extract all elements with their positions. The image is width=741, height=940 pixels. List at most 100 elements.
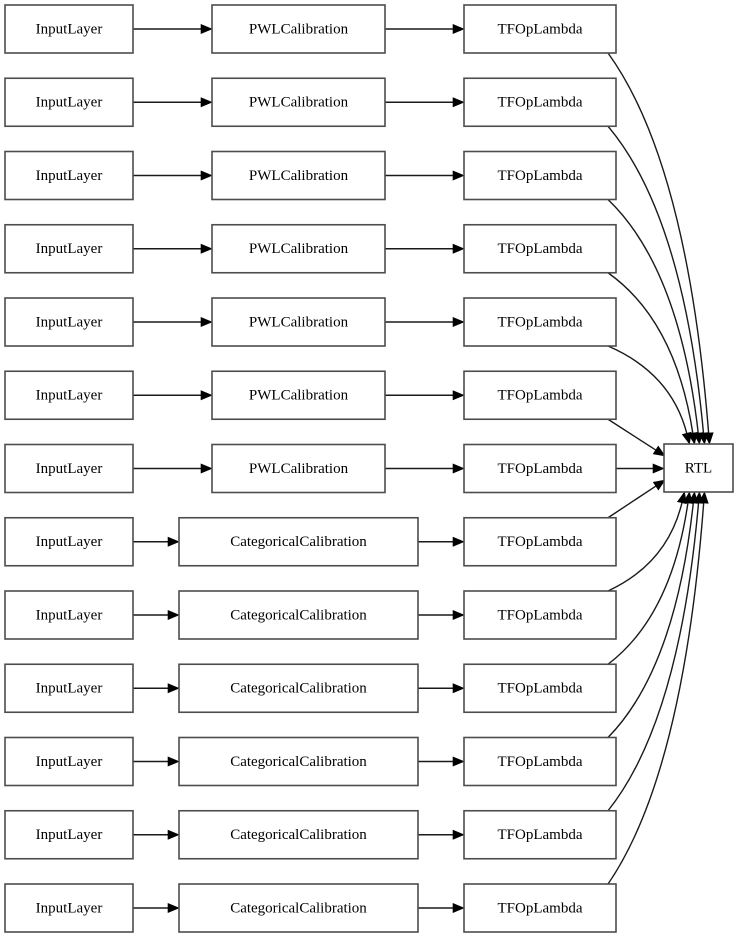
node-calibration-0[interactable]: PWLCalibration (211, 4, 386, 54)
edge-lambda-8-to-rtl (607, 501, 683, 592)
node-tfoplambda-4-box[interactable] (463, 297, 617, 347)
edge-input-2-to-calibration-arrowhead (200, 170, 213, 181)
node-calibration-10-box[interactable] (178, 736, 419, 787)
node-input-layer-12-box[interactable] (4, 883, 134, 933)
node-calibration-11-box[interactable] (178, 809, 419, 860)
node-rtl-output[interactable]: RTL (663, 443, 734, 493)
edge-input-5-to-calibration-arrowhead (200, 390, 213, 401)
node-input-layer-3-box[interactable] (4, 223, 134, 274)
node-calibration-7-label: CategoricalCalibration (230, 534, 367, 550)
edge-calibration-5-to-lambda-arrowhead (452, 390, 465, 401)
node-tfoplambda-7-box[interactable] (463, 516, 617, 567)
node-calibration-1-box[interactable] (211, 77, 386, 128)
node-input-layer-6[interactable]: InputLayer (4, 443, 134, 494)
node-input-layer-4-label: InputLayer (36, 314, 103, 330)
node-input-layer-2-box[interactable] (4, 150, 134, 201)
node-calibration-6[interactable]: PWLCalibration (211, 443, 386, 494)
node-tfoplambda-12-box[interactable] (463, 883, 617, 933)
node-input-layer-12[interactable]: InputLayer (4, 883, 134, 933)
edge-calibration-6-to-lambda-arrowhead (452, 463, 465, 474)
node-calibration-0-box[interactable] (211, 4, 386, 54)
node-input-layer-5-box[interactable] (4, 370, 134, 421)
node-rtl-output-box[interactable] (663, 443, 734, 493)
edge-input-4-to-calibration-arrowhead (200, 316, 213, 328)
node-input-layer-11-box[interactable] (4, 809, 134, 860)
node-calibration-2[interactable]: PWLCalibration (211, 150, 386, 201)
node-tfoplambda-2[interactable]: TFOpLambda (463, 150, 617, 201)
node-tfoplambda-10[interactable]: TFOpLambda (463, 736, 617, 787)
node-calibration-11[interactable]: CategoricalCalibration (178, 809, 419, 860)
node-input-layer-3[interactable]: InputLayer (4, 223, 134, 274)
node-tfoplambda-10-box[interactable] (463, 736, 617, 787)
node-input-layer-6-box[interactable] (4, 443, 134, 494)
node-tfoplambda-1-box[interactable] (463, 77, 617, 128)
edge-lambda-12-to-rtl-arrowhead (698, 491, 709, 504)
node-tfoplambda-7[interactable]: TFOpLambda (463, 516, 617, 567)
node-calibration-3-box[interactable] (211, 223, 386, 274)
node-input-layer-10[interactable]: InputLayer (4, 736, 134, 787)
node-calibration-5[interactable]: PWLCalibration (211, 370, 386, 421)
node-input-layer-7-box[interactable] (4, 516, 134, 567)
node-calibration-7[interactable]: CategoricalCalibration (178, 516, 419, 567)
node-input-layer-2[interactable]: InputLayer (4, 150, 134, 201)
node-calibration-7-box[interactable] (178, 516, 419, 567)
node-input-layer-11[interactable]: InputLayer (4, 809, 134, 860)
node-input-layer-8[interactable]: InputLayer (4, 590, 134, 640)
node-input-layer-7[interactable]: InputLayer (4, 516, 134, 567)
node-calibration-12[interactable]: CategoricalCalibration (178, 883, 419, 933)
node-calibration-5-box[interactable] (211, 370, 386, 421)
edge-calibration-2-to-lambda-arrowhead (452, 170, 465, 181)
edge-input-10-to-calibration-arrowhead (167, 756, 180, 767)
node-tfoplambda-9-box[interactable] (463, 663, 617, 714)
node-input-layer-10-box[interactable] (4, 736, 134, 787)
node-calibration-8-box[interactable] (178, 590, 419, 640)
node-tfoplambda-12[interactable]: TFOpLambda (463, 883, 617, 933)
node-input-layer-1-box[interactable] (4, 77, 134, 128)
edge-input-9-to-calibration-arrowhead (167, 683, 180, 694)
node-calibration-5-label: PWLCalibration (249, 388, 349, 404)
node-input-layer-0-box[interactable] (4, 4, 134, 54)
node-tfoplambda-9-label: TFOpLambda (498, 681, 583, 697)
node-tfoplambda-9[interactable]: TFOpLambda (463, 663, 617, 714)
node-calibration-9-box[interactable] (178, 663, 419, 714)
node-tfoplambda-6[interactable]: TFOpLambda (463, 443, 617, 494)
node-tfoplambda-11-box[interactable] (463, 809, 617, 860)
node-input-layer-9-box[interactable] (4, 663, 134, 714)
node-calibration-4[interactable]: PWLCalibration (211, 297, 386, 347)
node-tfoplambda-10-label: TFOpLambda (498, 754, 583, 770)
node-tfoplambda-6-box[interactable] (463, 443, 617, 494)
node-calibration-9[interactable]: CategoricalCalibration (178, 663, 419, 714)
node-input-layer-0[interactable]: InputLayer (4, 4, 134, 54)
node-calibration-2-box[interactable] (211, 150, 386, 201)
node-calibration-10[interactable]: CategoricalCalibration (178, 736, 419, 787)
node-tfoplambda-11[interactable]: TFOpLambda (463, 809, 617, 860)
node-tfoplambda-0[interactable]: TFOpLambda (463, 4, 617, 54)
node-calibration-12-box[interactable] (178, 883, 419, 933)
node-tfoplambda-1[interactable]: TFOpLambda (463, 77, 617, 128)
node-tfoplambda-2-box[interactable] (463, 150, 617, 201)
node-calibration-3[interactable]: PWLCalibration (211, 223, 386, 274)
node-tfoplambda-8[interactable]: TFOpLambda (463, 590, 617, 640)
node-calibration-6-box[interactable] (211, 443, 386, 494)
node-input-layer-8-box[interactable] (4, 590, 134, 640)
node-tfoplambda-3-box[interactable] (463, 223, 617, 274)
node-input-layer-5[interactable]: InputLayer (4, 370, 134, 421)
edge-calibration-11-to-lambda-arrowhead (452, 829, 465, 840)
node-input-layer-1[interactable]: InputLayer (4, 77, 134, 128)
node-calibration-4-box[interactable] (211, 297, 386, 347)
node-calibration-1[interactable]: PWLCalibration (211, 77, 386, 128)
node-calibration-12-label: CategoricalCalibration (230, 900, 367, 916)
node-input-layer-9[interactable]: InputLayer (4, 663, 134, 714)
node-calibration-8[interactable]: CategoricalCalibration (178, 590, 419, 640)
node-tfoplambda-4[interactable]: TFOpLambda (463, 297, 617, 347)
node-tfoplambda-5-box[interactable] (463, 370, 617, 421)
node-tfoplambda-8-box[interactable] (463, 590, 617, 640)
edge-lambda-10-to-rtl (607, 501, 695, 738)
node-calibration-10-label: CategoricalCalibration (230, 754, 367, 770)
node-tfoplambda-3[interactable]: TFOpLambda (463, 223, 617, 274)
node-tfoplambda-5[interactable]: TFOpLambda (463, 370, 617, 421)
node-tfoplambda-0-box[interactable] (463, 4, 617, 54)
node-input-layer-4-box[interactable] (4, 297, 134, 347)
node-input-layer-4[interactable]: InputLayer (4, 297, 134, 347)
